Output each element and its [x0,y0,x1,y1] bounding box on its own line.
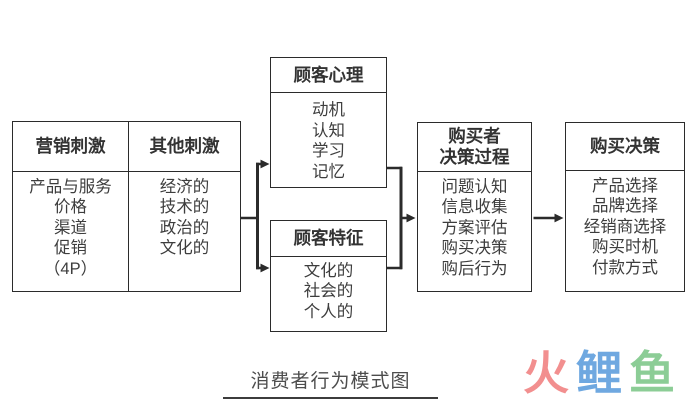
list-item: 认知 [312,121,345,140]
box-header-line: 决策过程 [439,146,510,167]
column-items: 产品与服务 价格 渠道 促销 （4P） [13,172,128,280]
list-item: 价格 [54,198,87,216]
list-item: 产品与服务 [29,177,112,196]
list-item: 学习 [312,142,345,160]
box-items: 动机 认知 学习 记忆 [271,93,386,182]
watermark-char: 火 [523,347,569,399]
buyer-decision-process-box: 购买者 决策过程 问题认知 信息收集 方案评估 购买决策 购后行为 [417,122,532,292]
purchase-decision-box: 购买决策 产品选择 品牌选择 经销商选择 购买时机 付款方式 [565,122,685,292]
list-item: 技术的 [159,198,210,216]
list-item: 文化的 [303,261,354,280]
column-items: 经济的 技术的 政治的 文化的 [129,172,240,259]
list-item: 文化的 [159,239,210,257]
list-item: （4P） [43,259,98,278]
list-item: 动机 [312,101,345,119]
other-stimuli-column: 其他刺激 经济的 技术的 政治的 文化的 [129,122,240,291]
list-item: 信息收集 [441,198,508,216]
list-item: 经济的 [159,177,210,196]
list-item: 付款方式 [592,258,658,277]
watermark-logo: 火 鲤 鱼 [523,347,682,399]
box-header: 顾客特征 [271,221,386,257]
list-item: 购后行为 [441,259,508,278]
list-item: 政治的 [159,218,210,237]
list-item: 促销 [54,239,87,257]
box-items: 文化的 社会的 个人的 [271,257,386,323]
customer-characteristics-box: 顾客特征 文化的 社会的 个人的 [270,220,387,332]
list-item: 记忆 [312,162,345,181]
watermark-char: 鱼 [629,347,675,399]
list-item: 品牌选择 [592,197,658,215]
list-item: 问题认知 [441,177,508,196]
customer-psychology-box: 顾客心理 动机 认知 学习 记忆 [270,57,387,188]
box-items: 问题认知 信息收集 方案评估 购买决策 购后行为 [418,172,531,280]
list-item: 方案评估 [441,218,508,237]
box-items: 产品选择 品牌选择 经销商选择 购买时机 付款方式 [566,171,684,279]
watermark-char: 鲤 [576,347,622,399]
box-header: 购买决策 [566,123,684,171]
list-item: 渠道 [54,218,87,237]
list-item: 购买时机 [592,238,658,256]
list-item: 经销商选择 [583,217,667,236]
column-header: 营销刺激 [13,122,128,172]
marketing-stimuli-column: 营销刺激 产品与服务 价格 渠道 促销 （4P） [13,122,129,291]
list-item: 个人的 [303,302,354,321]
column-header: 其他刺激 [129,122,240,172]
list-item: 购买决策 [441,239,508,257]
diagram-caption: 消费者行为模式图 [223,366,438,399]
box-header: 购买者 决策过程 [418,123,531,172]
box-header: 顾客心理 [271,58,386,93]
list-item: 社会的 [303,282,354,300]
box-header-line: 购买者 [448,125,501,146]
list-item: 产品选择 [592,176,658,195]
stimuli-table: 营销刺激 产品与服务 价格 渠道 促销 （4P） 其他刺激 经济的 技术的 政治… [12,121,241,292]
